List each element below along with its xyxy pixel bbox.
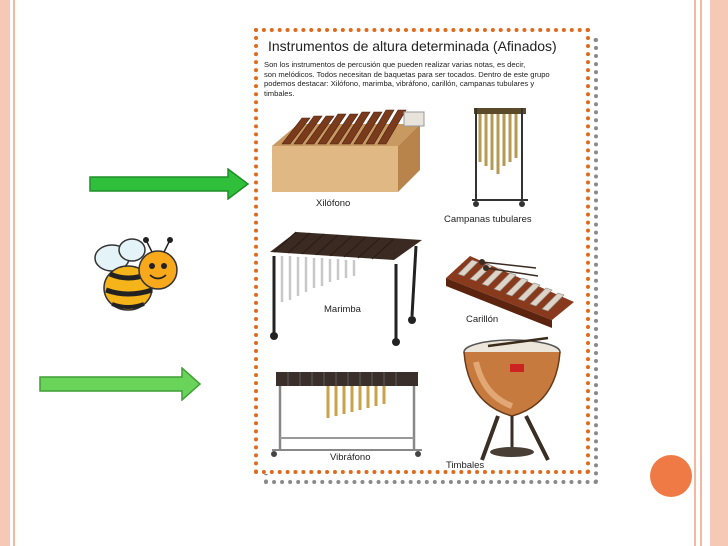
description-line: timbales. bbox=[264, 88, 295, 98]
label-timbales: Timbales bbox=[446, 460, 485, 471]
description: Son los instrumentos de percusión que pu… bbox=[264, 60, 574, 98]
description-line: son melódicos. Todos necesitan de baquet… bbox=[264, 69, 550, 79]
label-carillon: Carillón bbox=[466, 314, 499, 325]
marimba-image bbox=[270, 231, 422, 346]
label-xilofono: Xilófono bbox=[316, 198, 351, 209]
label-campanas: Campanas tubulares bbox=[444, 214, 532, 225]
description-line: podemos destacar: Xilófono, marimba, vib… bbox=[264, 79, 535, 88]
description-line: Son los instrumentos de percusión que pu… bbox=[264, 60, 526, 69]
label-vibrafono: Vibráfono bbox=[330, 452, 371, 463]
left-edge-band bbox=[0, 0, 10, 546]
orange-circle-decoration bbox=[650, 455, 692, 497]
label-marimba: Marimba bbox=[324, 304, 361, 315]
xylophone-image bbox=[272, 109, 425, 192]
right-edge-line-inner bbox=[700, 0, 702, 546]
tubular-bells-image bbox=[472, 108, 528, 207]
arrow-right-icon bbox=[89, 168, 250, 200]
arrow-right-icon bbox=[39, 367, 202, 401]
vibraphone-image bbox=[271, 372, 422, 457]
glockenspiel-image bbox=[446, 256, 574, 328]
left-edge-line bbox=[13, 0, 15, 546]
right-edge-band bbox=[710, 0, 728, 546]
page-title: Instrumentos de altura determinada (Afin… bbox=[268, 38, 557, 54]
bee-icon bbox=[94, 237, 178, 311]
right-edge-line bbox=[694, 0, 696, 546]
timpani-image bbox=[463, 336, 561, 461]
